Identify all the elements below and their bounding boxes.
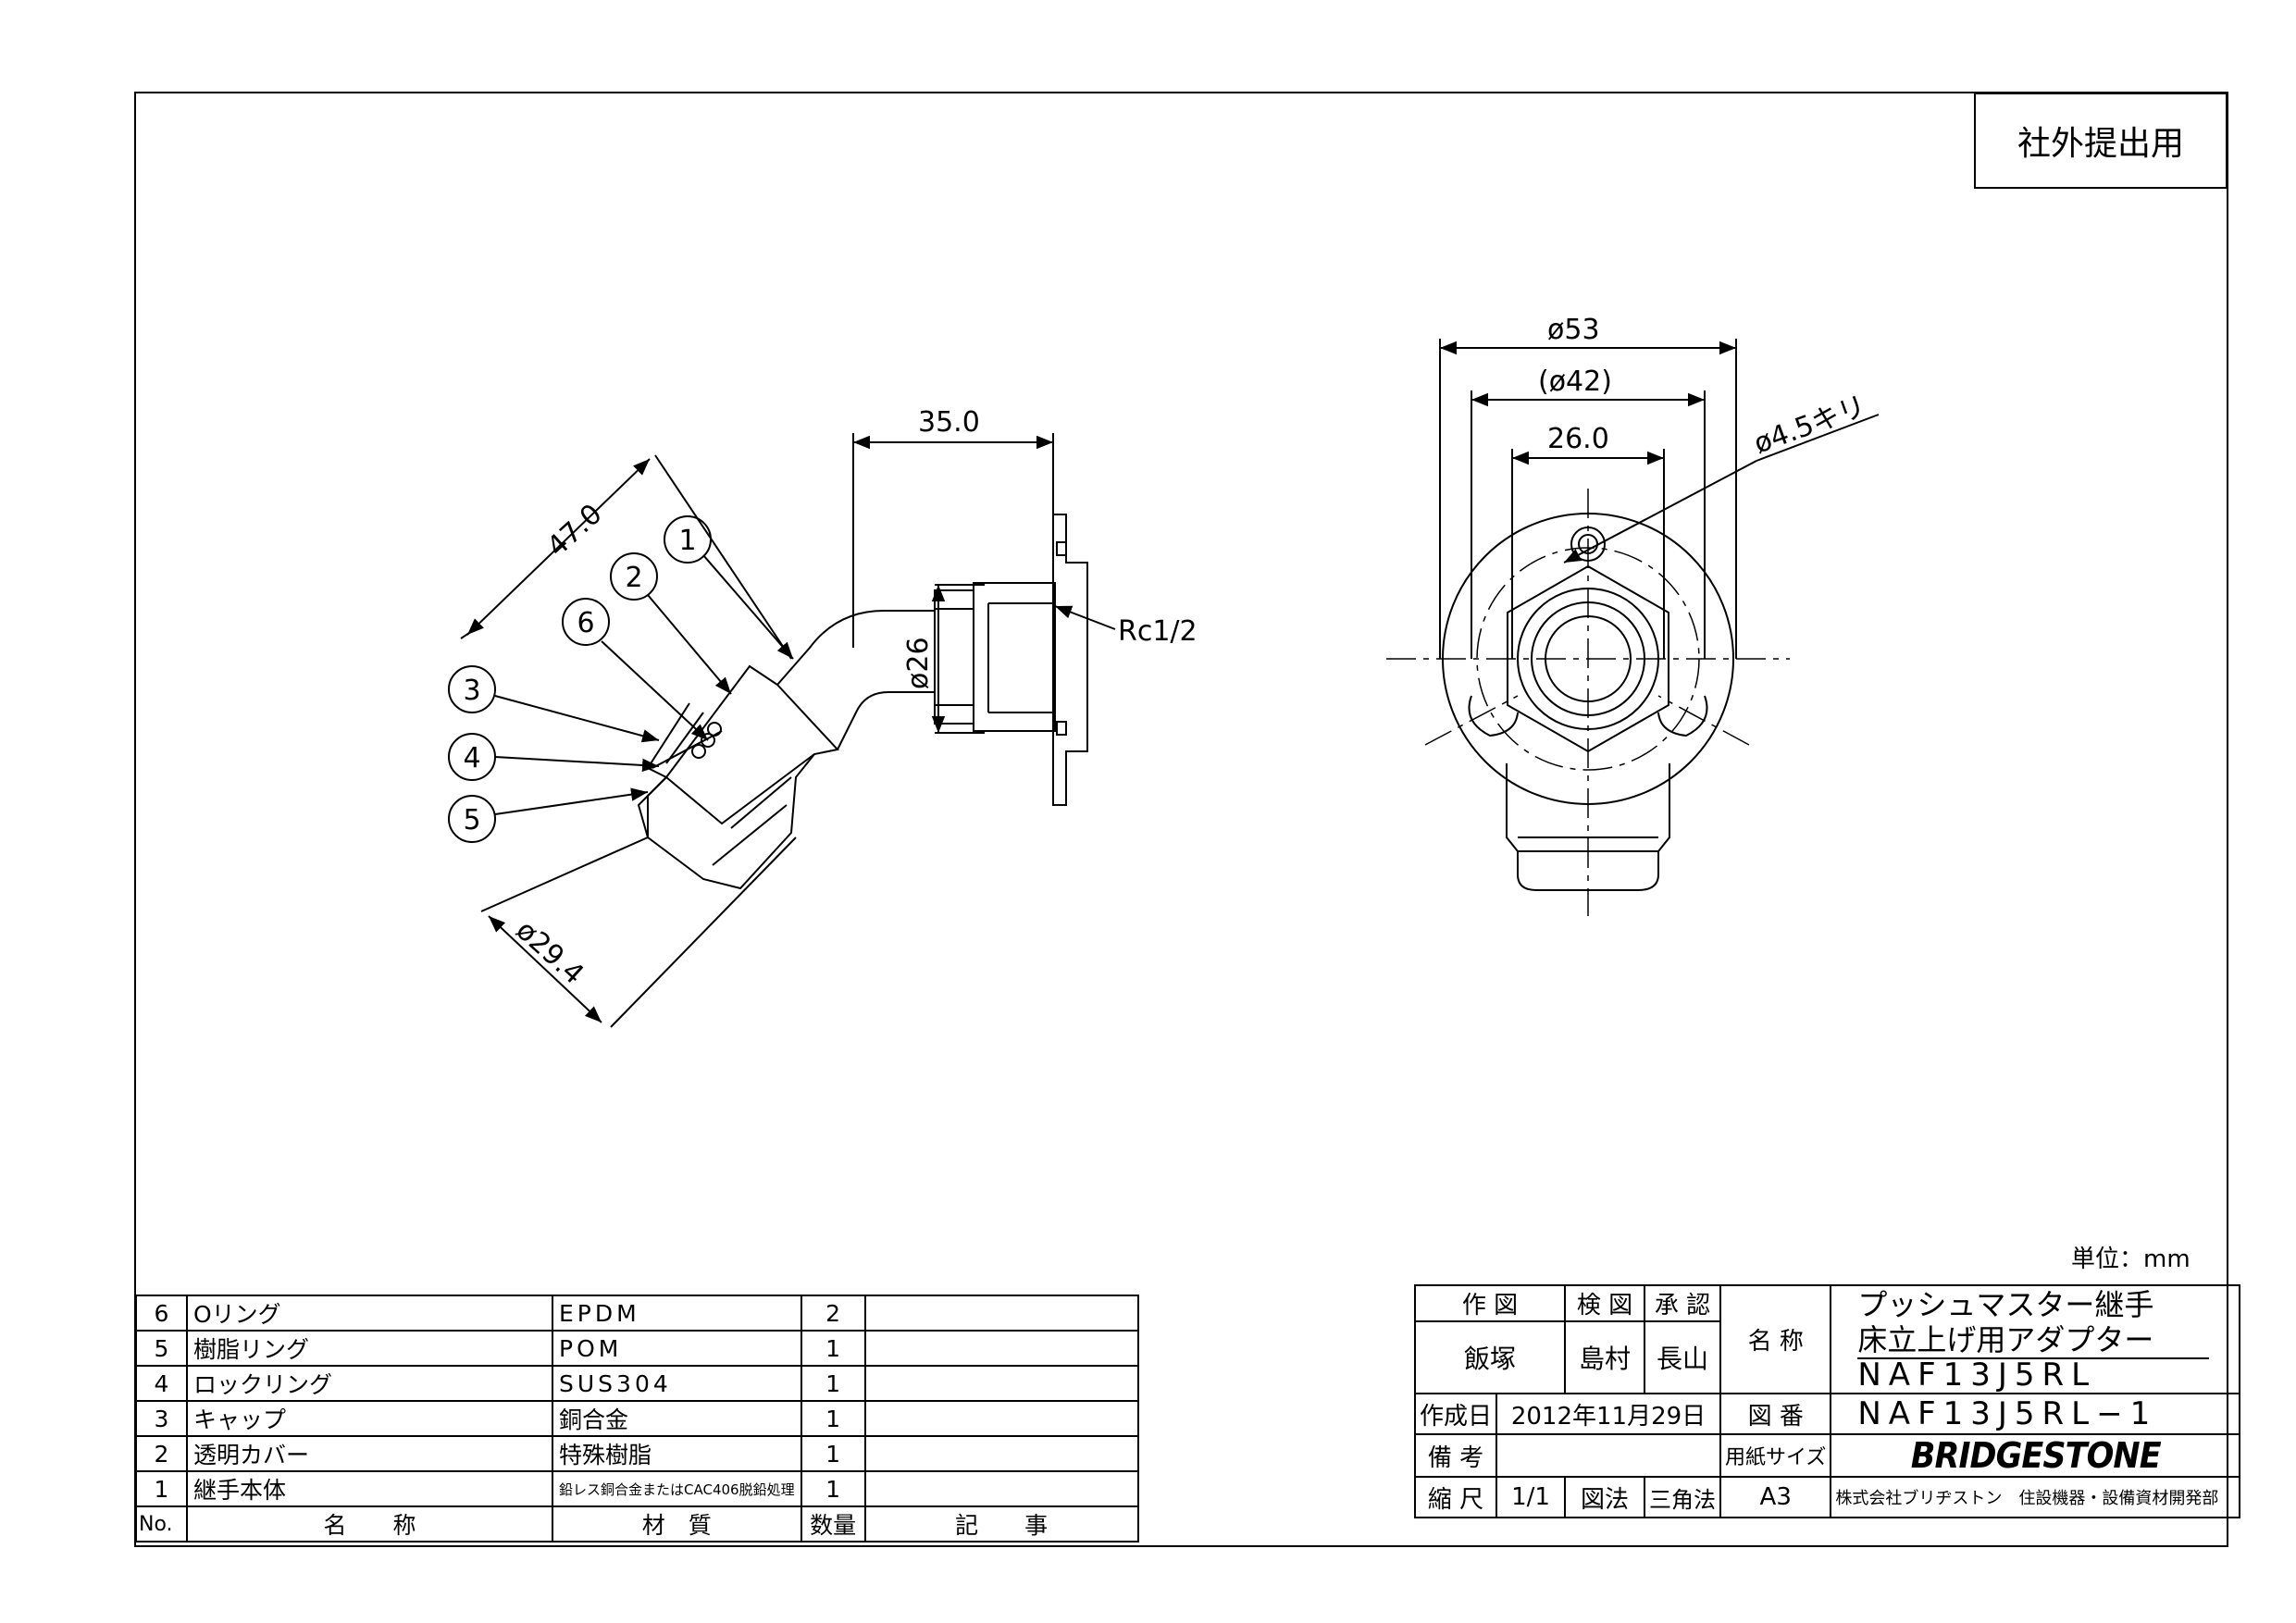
approved-label: 承 認 [1644,1284,1722,1322]
balloon-2 [610,552,658,601]
part-material: 特殊樹脂 [552,1435,802,1472]
remarks-value [1496,1433,1722,1478]
parts-header-row: No. 名 称 材 質 数量 記 事 [135,1505,1139,1542]
part-notes [863,1330,1139,1367]
center-lines [1386,489,1790,916]
header-notes: 記 事 [863,1505,1139,1542]
logo-cell: BRIDGESTONE [1830,1433,2241,1478]
product-name: プッシュマスター継手 床立上げ用アダプター NAF13J5RL [1830,1284,2241,1394]
header-material: 材 質 [552,1505,802,1542]
part-material: SUS304 [552,1365,802,1402]
part-name: 樹脂リング [186,1330,553,1367]
header-qty: 数量 [800,1505,866,1542]
balloon-label-6: 6 [577,607,594,639]
table-row: 1 継手本体 鉛レス銅合金またはCAC406脱鉛処理 1 [135,1470,1139,1507]
balloon-label-2: 2 [625,562,642,594]
dim-hole: ø4.5キリ [1750,390,1870,461]
projection-value: 三角法 [1644,1476,1722,1518]
part-no: 6 [135,1295,188,1332]
part-no: 2 [135,1435,188,1472]
part-no: 5 [135,1330,188,1367]
balloon-label-3: 3 [463,675,480,707]
side-view [637,514,1088,890]
part-qty: 1 [800,1365,866,1402]
remarks-label: 備 考 [1413,1433,1498,1478]
part-notes [863,1470,1139,1507]
part-notes [863,1400,1139,1437]
balloons [448,515,794,843]
dim-thread: Rc1/2 [1118,615,1198,648]
stamp-external-submission: 社外提出用 [1974,93,2228,189]
scale-label: 縮 尺 [1413,1476,1498,1518]
balloon-3 [448,665,496,713]
title-block: 作 図 検 図 承 認 名 称 プッシュマスター継手 床立上げ用アダプター NA… [1413,1284,2241,1518]
balloon-6 [562,598,610,646]
checked-by: 島村 [1564,1320,1646,1394]
part-notes [863,1435,1139,1472]
part-material: EPDM [552,1295,802,1332]
scale-value: 1/1 [1496,1476,1567,1518]
part-material: 鉛レス銅合金またはCAC406脱鉛処理 [552,1470,802,1507]
approved-by: 長山 [1644,1320,1722,1394]
part-name: 透明カバー [186,1435,553,1472]
paper-size-value: A3 [1719,1476,1832,1518]
drawing-no-label: 図 番 [1719,1393,1832,1435]
part-qty: 1 [800,1330,866,1367]
table-row: 2 透明カバー 特殊樹脂 1 [135,1435,1139,1472]
part-notes [863,1295,1139,1332]
part-no: 4 [135,1365,188,1402]
header-no: No. [135,1505,188,1542]
side-dimensions [460,433,1116,1028]
table-row: 5 樹脂リング POM 1 [135,1330,1139,1367]
part-qty: 1 [800,1470,866,1507]
header-name: 名 称 [186,1505,553,1542]
part-notes [863,1365,1139,1402]
sheet-border [134,92,2228,1547]
part-name: キャップ [186,1400,553,1437]
dim-dia29: ø29.4 [510,914,590,991]
front-dimensions [1439,339,1880,659]
table-row: 6 Oリング EPDM 2 [135,1295,1139,1332]
bridgestone-logo: BRIDGESTONE [1910,1435,2161,1476]
dim-35: 35.0 [918,406,980,439]
dim-26: 26.0 [1547,423,1609,455]
part-qty: 1 [800,1435,866,1472]
part-name: Oリング [186,1295,553,1332]
balloon-label-4: 4 [463,742,480,774]
balloon-5 [448,795,496,843]
date-label: 作成日 [1413,1393,1498,1435]
part-name: 継手本体 [186,1470,553,1507]
part-qty: 2 [800,1295,866,1332]
part-material: POM [552,1330,802,1367]
part-name: ロックリング [186,1365,553,1402]
company-name: 株式会社ブリヂストン 住設機器・設備資材開発部 [1830,1476,2241,1518]
part-material: 銅合金 [552,1400,802,1437]
dim-dia26-side: ø26 [902,637,935,689]
part-no: 1 [135,1470,188,1507]
table-row: 4 ロックリング SUS304 1 [135,1365,1139,1402]
drawn-label: 作 図 [1413,1284,1567,1322]
parts-list: 6 Oリング EPDM 2 5 樹脂リング POM 1 4 ロックリング SUS… [135,1295,1139,1542]
balloon-label-1: 1 [678,525,696,557]
name-label: 名 称 [1719,1284,1832,1394]
product-code: NAF13J5RL [1857,1356,2097,1394]
product-name-line2: 床立上げ用アダプター [1857,1321,2210,1359]
product-name-line1: プッシュマスター継手 [1857,1286,2154,1322]
balloon-label-5: 5 [463,804,480,836]
balloon-1 [664,515,712,564]
drawn-by: 飯塚 [1413,1320,1567,1394]
dim-dia53: ø53 [1547,314,1600,346]
date-value: 2012年11月29日 [1496,1393,1722,1435]
checked-label: 検 図 [1564,1284,1646,1322]
projection-label: 図法 [1564,1476,1646,1518]
drawing-no: NAF13J5RL−1 [1830,1393,2241,1435]
table-row: 3 キャップ 銅合金 1 [135,1400,1139,1437]
paper-size-label: 用紙サイズ [1719,1433,1832,1478]
part-no: 3 [135,1400,188,1437]
unit-label: 単位：mm [2071,1245,2191,1273]
part-qty: 1 [800,1400,866,1437]
dim-dia42: (ø42) [1538,365,1612,398]
